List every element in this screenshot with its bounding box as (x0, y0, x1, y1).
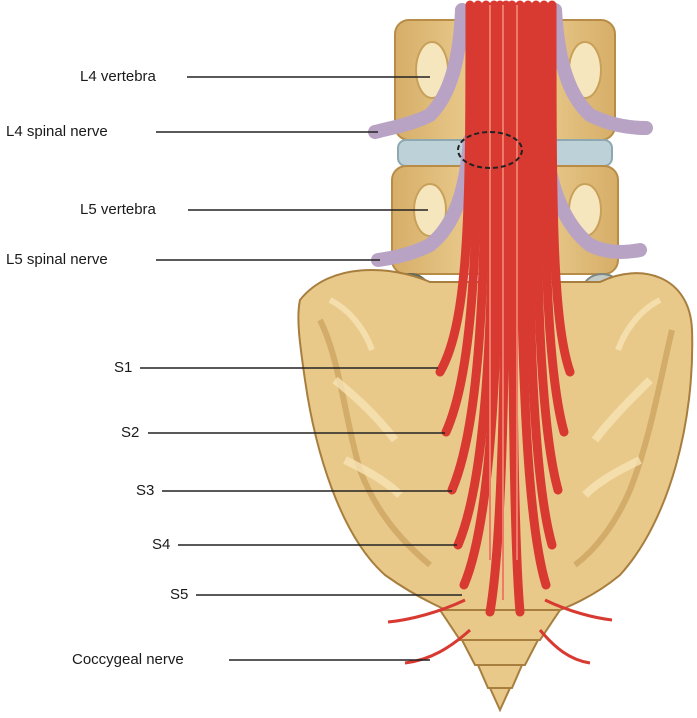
label-s1: S1 (114, 359, 132, 377)
label-l5-spinal-nerve: L5 spinal nerve (6, 251, 108, 269)
label-coccygeal-nerve: Coccygeal nerve (72, 651, 184, 669)
label-s4: S4 (152, 536, 170, 554)
label-s2: S2 (121, 424, 139, 442)
label-l5-vertebra: L5 vertebra (80, 201, 156, 219)
label-l4-vertebra: L4 vertebra (80, 68, 156, 86)
label-l4-spinal-nerve: L4 spinal nerve (6, 123, 108, 141)
coccyx (440, 610, 560, 710)
label-s3: S3 (136, 482, 154, 500)
label-s5: S5 (170, 586, 188, 604)
